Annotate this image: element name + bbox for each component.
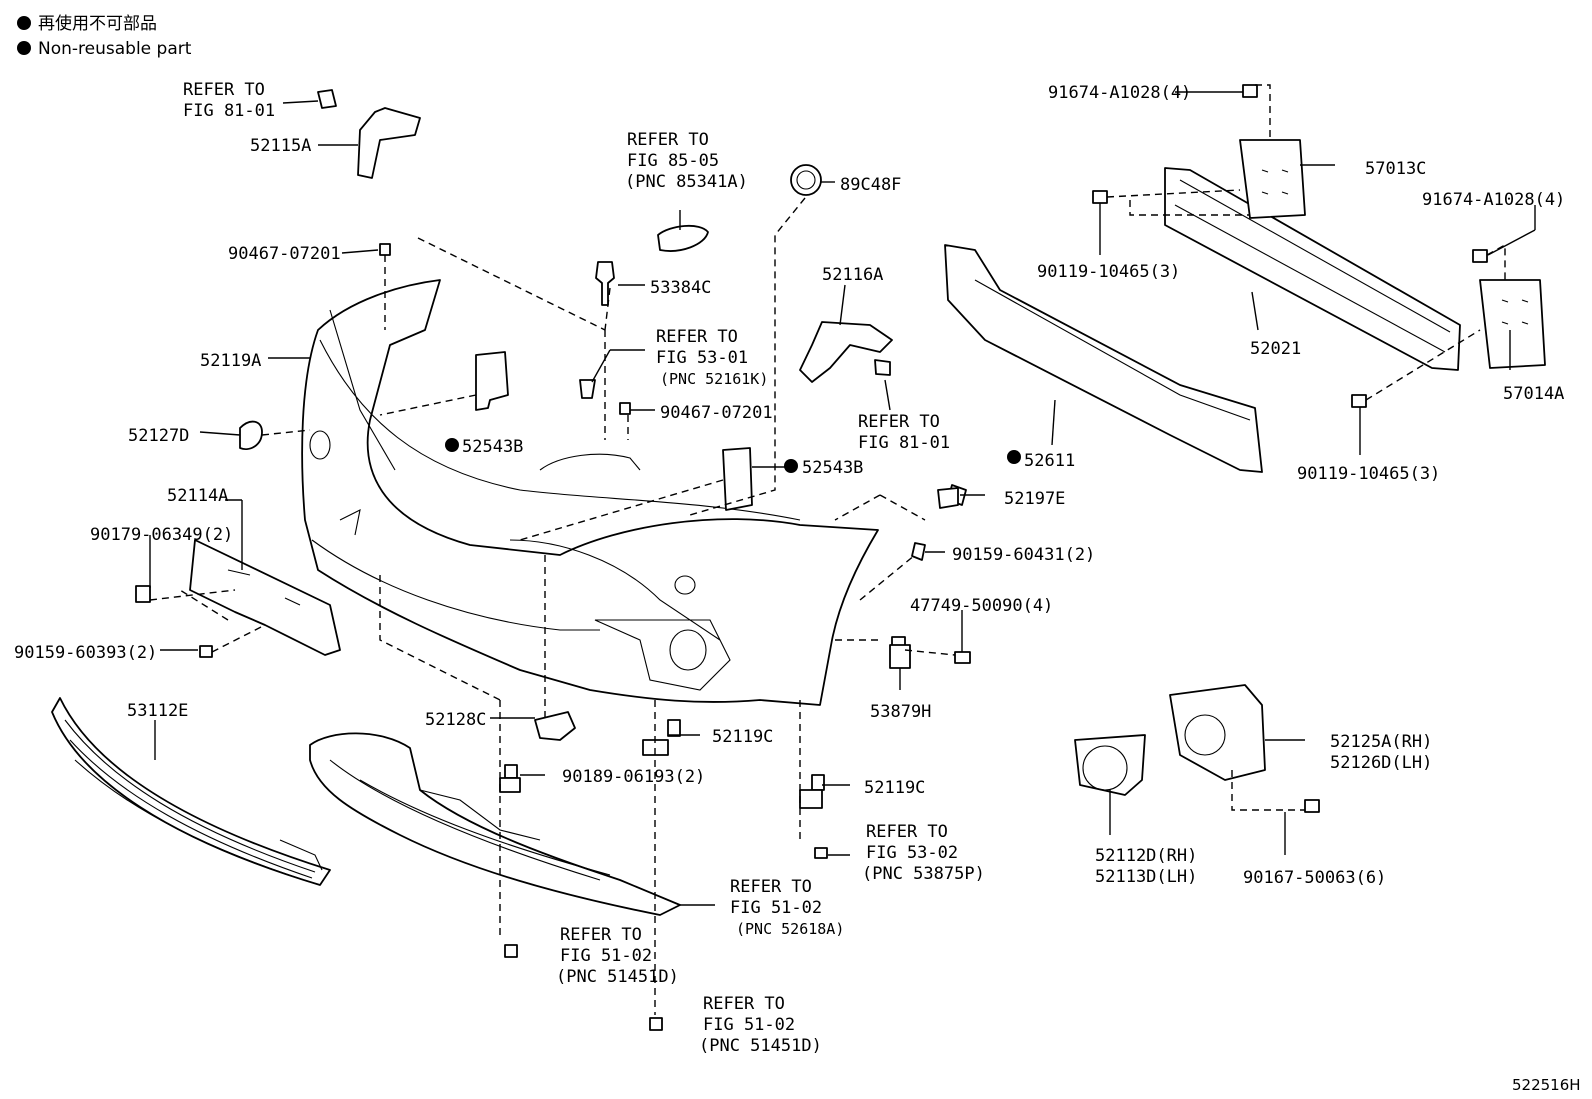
retainer-52543B-drawing: [475, 351, 753, 511]
label-90119-10465-b: 90119-10465(3): [1297, 464, 1440, 484]
non-reusable-dot-icon: [17, 16, 31, 30]
non-reusable-dot-icon: [17, 41, 31, 55]
bumper-cover-drawing: [301, 279, 879, 706]
label-52119A: 52119A: [200, 351, 261, 371]
label-89C48F: 89C48F: [840, 175, 901, 195]
label-refer-fig-51-02-b-line3: (PNC 51451D): [556, 967, 679, 987]
label-52197E: 52197E: [1004, 489, 1065, 509]
lower-grille-drawing: [51, 697, 331, 886]
label-52113D: 52113D(LH): [1095, 867, 1197, 887]
label-52116A: 52116A: [822, 265, 883, 285]
non-reusable-dot-icon: [784, 459, 798, 473]
reinforcement-beam-drawing: [1164, 167, 1461, 371]
label-52119C-a: 52119C: [712, 727, 773, 747]
energy-absorber-drawing: [944, 244, 1263, 473]
label-90119-10465-a: 90119-10465(3): [1037, 262, 1180, 282]
label-refer-fig-53-01-line1: REFER TO: [656, 327, 738, 347]
label-57013C: 57013C: [1365, 159, 1426, 179]
cover-52127D-drawing: [239, 420, 263, 450]
dashed-assembly-lines: [149, 84, 1506, 1015]
label-refer-fig-53-01-line3: (PNC 52161K): [660, 370, 768, 388]
label-91674-A1028-a: 91674-A1028(4): [1048, 83, 1191, 103]
label-47749-50090: 47749-50090(4): [910, 596, 1053, 616]
label-52543B-b: 52543B: [802, 458, 863, 478]
label-refer-fig-51-02-a-line3: (PNC 52618A): [736, 920, 844, 938]
label-52543B-a: 52543B: [462, 437, 523, 457]
label-90189-06193: 90189-06193(2): [562, 767, 705, 787]
washer-cap-drawing: [657, 225, 709, 252]
label-90467-07201-b: 90467-07201: [660, 403, 773, 423]
bracket-57014A-drawing: [1479, 279, 1546, 369]
label-52119C-b: 52119C: [864, 778, 925, 798]
clip-89C48F-drawing: [790, 164, 822, 196]
label-52125A: 52125A(RH): [1330, 732, 1432, 752]
bracket-57013C-drawing: [1239, 139, 1306, 219]
legend-line-ja: 再使用不可部品: [38, 13, 157, 34]
label-refer-fig-51-02-a-line1: REFER TO: [730, 877, 812, 897]
bracket-52115A-drawing: [317, 89, 421, 179]
label-90167-50063: 90167-50063(6): [1243, 868, 1386, 888]
label-90159-60393: 90159-60393(2): [14, 643, 157, 663]
label-refer-fig-51-02-c-line2: FIG 51-02: [703, 1015, 795, 1035]
label-90467-07201-a: 90467-07201: [228, 244, 341, 264]
label-52126D: 52126D(LH): [1330, 753, 1432, 773]
label-90159-60431: 90159-60431(2): [952, 545, 1095, 565]
label-refer-fig-85-05-line2: FIG 85-05: [627, 151, 719, 171]
label-refer-fig-81-01-top-line1: REFER TO: [183, 80, 265, 100]
label-53384C: 53384C: [650, 278, 711, 298]
label-refer-fig-53-02-line1: REFER TO: [866, 822, 948, 842]
non-reusable-dot-icon: [445, 438, 459, 452]
label-refer-fig-85-05-line3: (PNC 85341A): [625, 172, 748, 192]
legend-line-en: Non-reusable part: [38, 39, 192, 59]
part-labels: REFER TO FIG 81-01 52115A REFER TO FIG 8…: [14, 80, 1581, 1094]
label-refer-fig-51-02-a-line2: FIG 51-02: [730, 898, 822, 918]
label-52021: 52021: [1250, 339, 1301, 359]
label-refer-fig-53-02-line2: FIG 53-02: [866, 843, 958, 863]
label-refer-fig-53-02-line3: (PNC 53875P): [862, 864, 985, 884]
label-90179-06349: 90179-06349(2): [90, 525, 233, 545]
label-refer-fig-51-02-c-line1: REFER TO: [703, 994, 785, 1014]
label-refer-fig-51-02-b-line1: REFER TO: [560, 925, 642, 945]
label-91674-A1028-b: 91674-A1028(4): [1422, 190, 1565, 210]
fog-bracket-drawing: [1169, 684, 1266, 781]
label-refer-fig-51-02-b-line2: FIG 51-02: [560, 946, 652, 966]
bracket-52116A-drawing: [799, 321, 893, 383]
label-refer-fig-85-05-line1: REFER TO: [627, 130, 709, 150]
diagram-code: 522516H: [1512, 1076, 1581, 1094]
label-53879H: 53879H: [870, 702, 931, 722]
label-52114A: 52114A: [167, 486, 228, 506]
under-cover-drawing: [309, 732, 681, 916]
label-52128C: 52128C: [425, 710, 486, 730]
non-reusable-dot-icon: [1007, 450, 1021, 464]
label-53112E: 53112E: [127, 701, 188, 721]
fog-cover-drawing: [1074, 734, 1146, 796]
label-52112D: 52112D(RH): [1095, 846, 1197, 866]
label-57014A: 57014A: [1503, 384, 1564, 404]
legend: 再使用不可部品 Non-reusable part: [17, 13, 192, 59]
license-bracket-drawing: [189, 539, 341, 656]
cap-52128C-drawing: [534, 711, 576, 741]
label-refer-fig-53-01-line2: FIG 53-01: [656, 348, 748, 368]
label-refer-fig-81-01-mid-line2: FIG 81-01: [858, 433, 950, 453]
label-52611: 52611: [1024, 451, 1075, 471]
label-refer-fig-81-01-top-line2: FIG 81-01: [183, 101, 275, 121]
label-refer-fig-51-02-c-line3: (PNC 51451D): [699, 1036, 822, 1056]
leader-lines: [149, 91, 1536, 906]
label-52115A: 52115A: [250, 136, 311, 156]
label-52127D: 52127D: [128, 426, 189, 446]
label-refer-fig-81-01-mid-line1: REFER TO: [858, 412, 940, 432]
clips-drawing: [499, 487, 959, 809]
